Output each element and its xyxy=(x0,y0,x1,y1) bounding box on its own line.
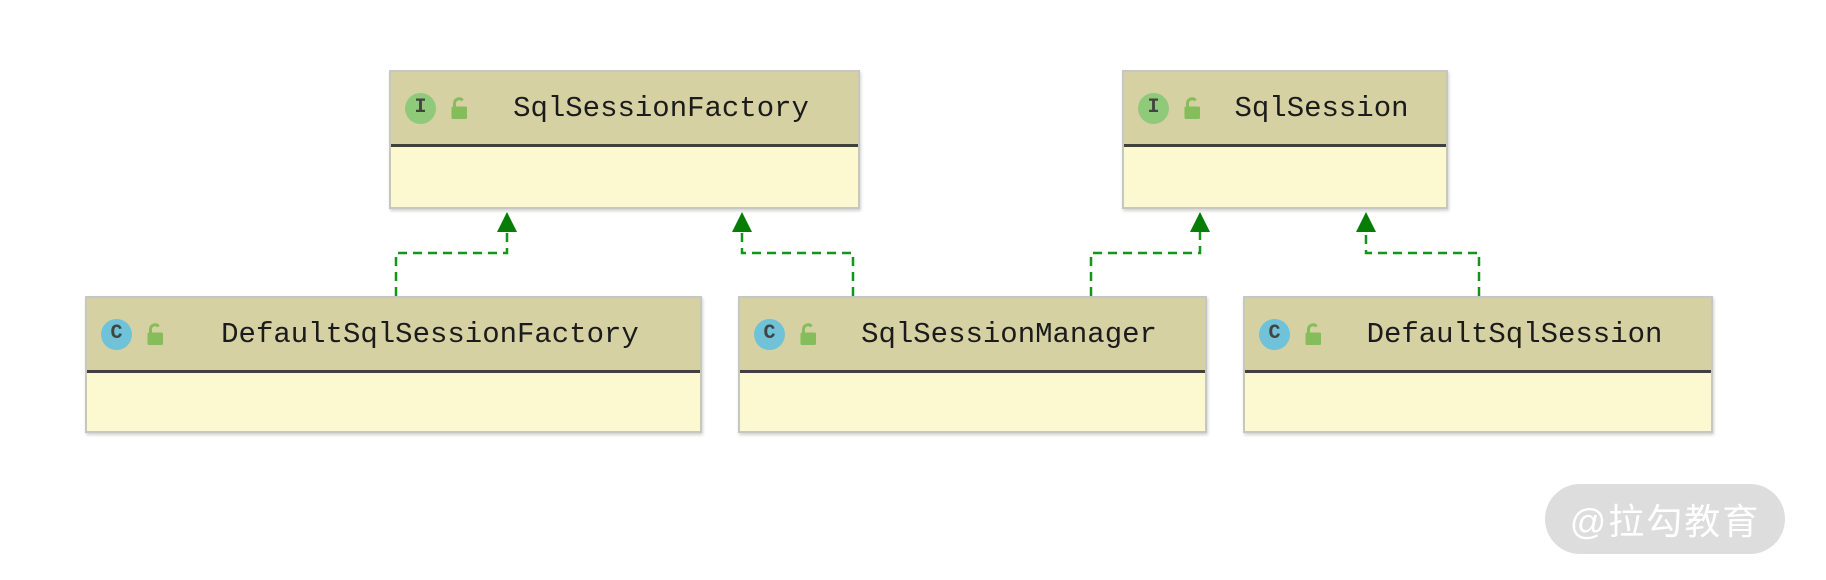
unlock-icon xyxy=(1184,96,1200,119)
implements-edge-sql-session-manager-to-sql-session xyxy=(1089,232,1202,296)
class-badge-icon: C xyxy=(101,318,132,350)
implements-arrowhead-icon xyxy=(1190,212,1210,232)
implements-arrowhead-icon xyxy=(1356,212,1376,232)
unlock-icon xyxy=(1305,322,1321,345)
implements-edge-default-sql-session-to-sql-session xyxy=(1364,232,1481,296)
uml-node-default-sql-session-factory[interactable]: C DefaultSqlSessionFactory xyxy=(85,296,702,433)
uml-node-body xyxy=(740,373,1205,431)
implements-arrowhead-icon xyxy=(497,212,517,232)
unlock-icon xyxy=(147,322,163,345)
type-badge-letter: C xyxy=(1268,322,1281,345)
uml-node-title: SqlSessionManager xyxy=(861,317,1157,351)
uml-node-body xyxy=(1124,147,1446,207)
uml-node-divider xyxy=(1124,144,1446,147)
watermark-text: @拉勾教育 xyxy=(1569,501,1761,542)
implements-edge-sql-session-manager-to-sql-session-factory xyxy=(740,232,855,296)
class-badge-icon: C xyxy=(754,318,785,350)
uml-node-title: SqlSession xyxy=(1234,91,1409,125)
uml-node-body xyxy=(1245,373,1711,431)
class-badge-icon: C xyxy=(1259,318,1290,350)
implements-arrowhead-icon xyxy=(732,212,752,232)
uml-node-header: I SqlSession xyxy=(1124,72,1446,144)
uml-node-header: C DefaultSqlSession xyxy=(1245,298,1711,370)
uml-node-default-sql-session[interactable]: C DefaultSqlSession xyxy=(1243,296,1713,433)
implements-edge-default-sql-session-factory-to-sql-session-factory xyxy=(394,232,509,296)
type-badge-letter: C xyxy=(763,322,776,345)
type-badge-letter: I xyxy=(414,96,427,119)
uml-node-divider xyxy=(740,370,1205,373)
uml-node-sql-session[interactable]: I SqlSession xyxy=(1122,70,1448,209)
uml-node-divider xyxy=(87,370,700,373)
uml-node-header: C SqlSessionManager xyxy=(740,298,1205,370)
uml-node-sql-session-factory[interactable]: I SqlSessionFactory xyxy=(389,70,860,209)
uml-node-title: SqlSessionFactory xyxy=(513,91,809,125)
type-badge-letter: C xyxy=(110,322,123,345)
uml-node-header: I SqlSessionFactory xyxy=(391,72,858,144)
uml-node-body xyxy=(87,373,700,431)
uml-node-sql-session-manager[interactable]: C SqlSessionManager xyxy=(738,296,1207,433)
uml-node-divider xyxy=(391,144,858,147)
unlock-icon xyxy=(451,96,467,119)
unlock-icon xyxy=(800,322,816,345)
uml-node-header: C DefaultSqlSessionFactory xyxy=(87,298,700,370)
uml-node-body xyxy=(391,147,858,207)
uml-node-divider xyxy=(1245,370,1711,373)
uml-node-title: DefaultSqlSessionFactory xyxy=(221,317,639,351)
interface-badge-icon: I xyxy=(405,92,436,124)
interface-badge-icon: I xyxy=(1138,92,1169,124)
uml-node-title: DefaultSqlSession xyxy=(1366,317,1663,351)
watermark-badge: @拉勾教育 xyxy=(1545,484,1785,554)
type-badge-letter: I xyxy=(1147,96,1160,119)
